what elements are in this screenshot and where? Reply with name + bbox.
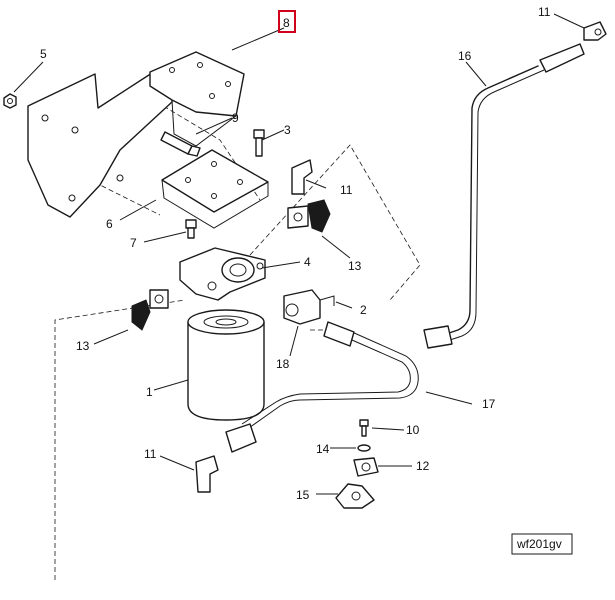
hex-nut (3, 93, 17, 109)
filter-head (179, 247, 266, 301)
fuel-filter-canister (187, 309, 265, 421)
callout-7: 7 (130, 236, 137, 250)
callout-11-top-right: 11 (538, 5, 551, 19)
petcock-valve-left (131, 289, 169, 331)
upper-bracket-plate (149, 51, 245, 147)
callout-17: 17 (482, 397, 496, 411)
callout-1: 1 (146, 385, 153, 399)
capscrew-bolt (160, 131, 201, 157)
callout-12: 12 (416, 459, 430, 473)
callout-15: 15 (296, 488, 310, 502)
elbow-fitting-top-right (583, 21, 607, 41)
elbow-fitting-lower (195, 455, 219, 493)
highlight-box (278, 10, 296, 33)
reference-code-box: wf201gv (511, 533, 573, 555)
callout-14: 14 (316, 442, 330, 456)
callout-16: 16 (458, 49, 472, 63)
lower-hardware (335, 419, 379, 509)
callout-8: 8 (283, 16, 290, 30)
callout-18: 18 (276, 357, 290, 371)
vertical-bolt (253, 129, 265, 157)
callout-leaders (13, 13, 585, 495)
callout-11-lower: 11 (144, 447, 157, 461)
fuel-line-upper (423, 43, 585, 349)
callout-5: 5 (40, 47, 47, 61)
callout-2: 2 (360, 303, 367, 317)
mounting-bracket (27, 72, 173, 218)
elbow-fitting-upper (291, 159, 313, 195)
callout-11-upper: 11 (340, 183, 353, 197)
callout-9: 9 (232, 111, 239, 125)
callout-labels: 1 2 3 4 5 6 7 8 9 10 11 11 11 12 13 13 1… (40, 5, 551, 502)
reference-code: wf201gv (516, 537, 562, 551)
callout-6: 6 (106, 217, 113, 231)
callout-10: 10 (406, 423, 420, 437)
callout-13-left: 13 (76, 339, 90, 353)
petcock-valve-right (287, 199, 331, 233)
callout-13-right: 13 (348, 259, 362, 273)
tee-fitting (283, 289, 335, 325)
callout-4: 4 (304, 255, 311, 269)
callout-3: 3 (284, 123, 291, 137)
small-bolt (185, 219, 197, 239)
fuel-line-lower (225, 321, 419, 453)
lower-bracket-plate (161, 149, 269, 229)
